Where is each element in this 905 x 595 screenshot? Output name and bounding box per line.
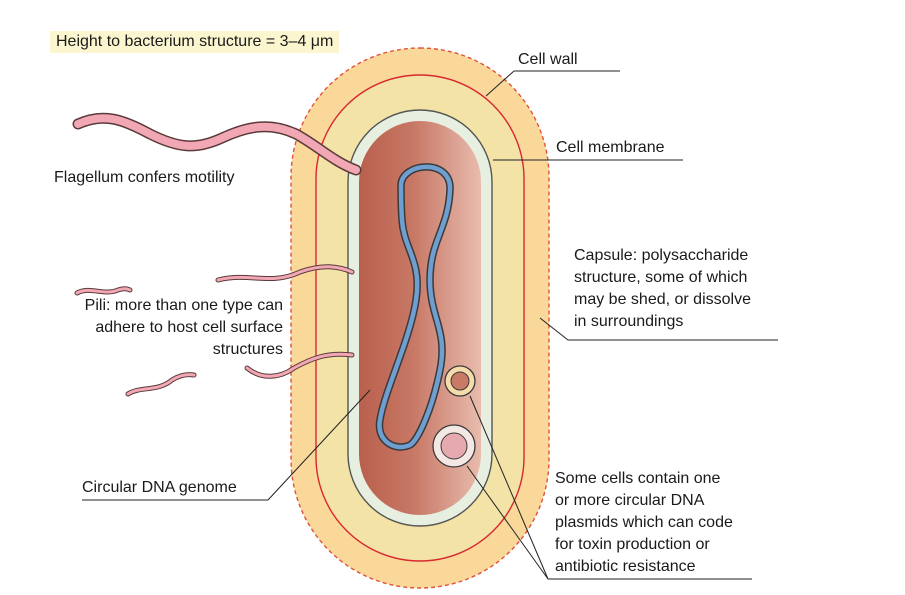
pili-group <box>74 264 355 397</box>
capsule-label-line-3: may be shed, or dissolve <box>574 291 751 308</box>
plasmids-label: Some cells contain one or more circular … <box>555 468 733 578</box>
plasmid-large-inner <box>440 432 468 460</box>
plasmids-label-line-5: antibiotic resistance <box>555 558 696 575</box>
pili-label: Pili: more than one type can adhere to h… <box>40 295 283 361</box>
plasmids-label-line-2: or more circular DNA <box>555 492 705 509</box>
cell-wall-label: Cell wall <box>518 51 578 68</box>
pili-label-line-2: adhere to host cell surface <box>95 319 283 336</box>
plasmids-label-line-1: Some cells contain one <box>555 470 721 487</box>
cell-membrane-label: Cell membrane <box>556 139 665 156</box>
dna-strand-core <box>377 164 453 450</box>
pili-label-line-1: Pili: more than one type can <box>84 297 283 314</box>
plasmid-small-inner <box>450 371 470 391</box>
height-note: Height to bacterium structure = 3–4 μm <box>50 31 340 53</box>
pili-label-line-3: structures <box>212 341 283 358</box>
flagellum-label: Flagellum confers motility <box>54 169 235 186</box>
dna-genome-label: Circular DNA genome <box>82 479 237 496</box>
capsule-label-line-2: structure, some of which <box>574 269 748 286</box>
cytoplasm <box>359 121 481 515</box>
flagellum-core <box>74 114 360 174</box>
capsule-label-line-4: in surroundings <box>574 313 684 330</box>
plasmids-label-line-4: for toxin production or <box>555 536 710 553</box>
capsule-label: Capsule: polysaccharide structure, some … <box>574 245 751 333</box>
capsule-label-line-1: Capsule: polysaccharide <box>574 247 749 264</box>
leader-lines <box>82 70 778 580</box>
plasmids-label-line-3: plasmids which can code <box>555 514 733 531</box>
